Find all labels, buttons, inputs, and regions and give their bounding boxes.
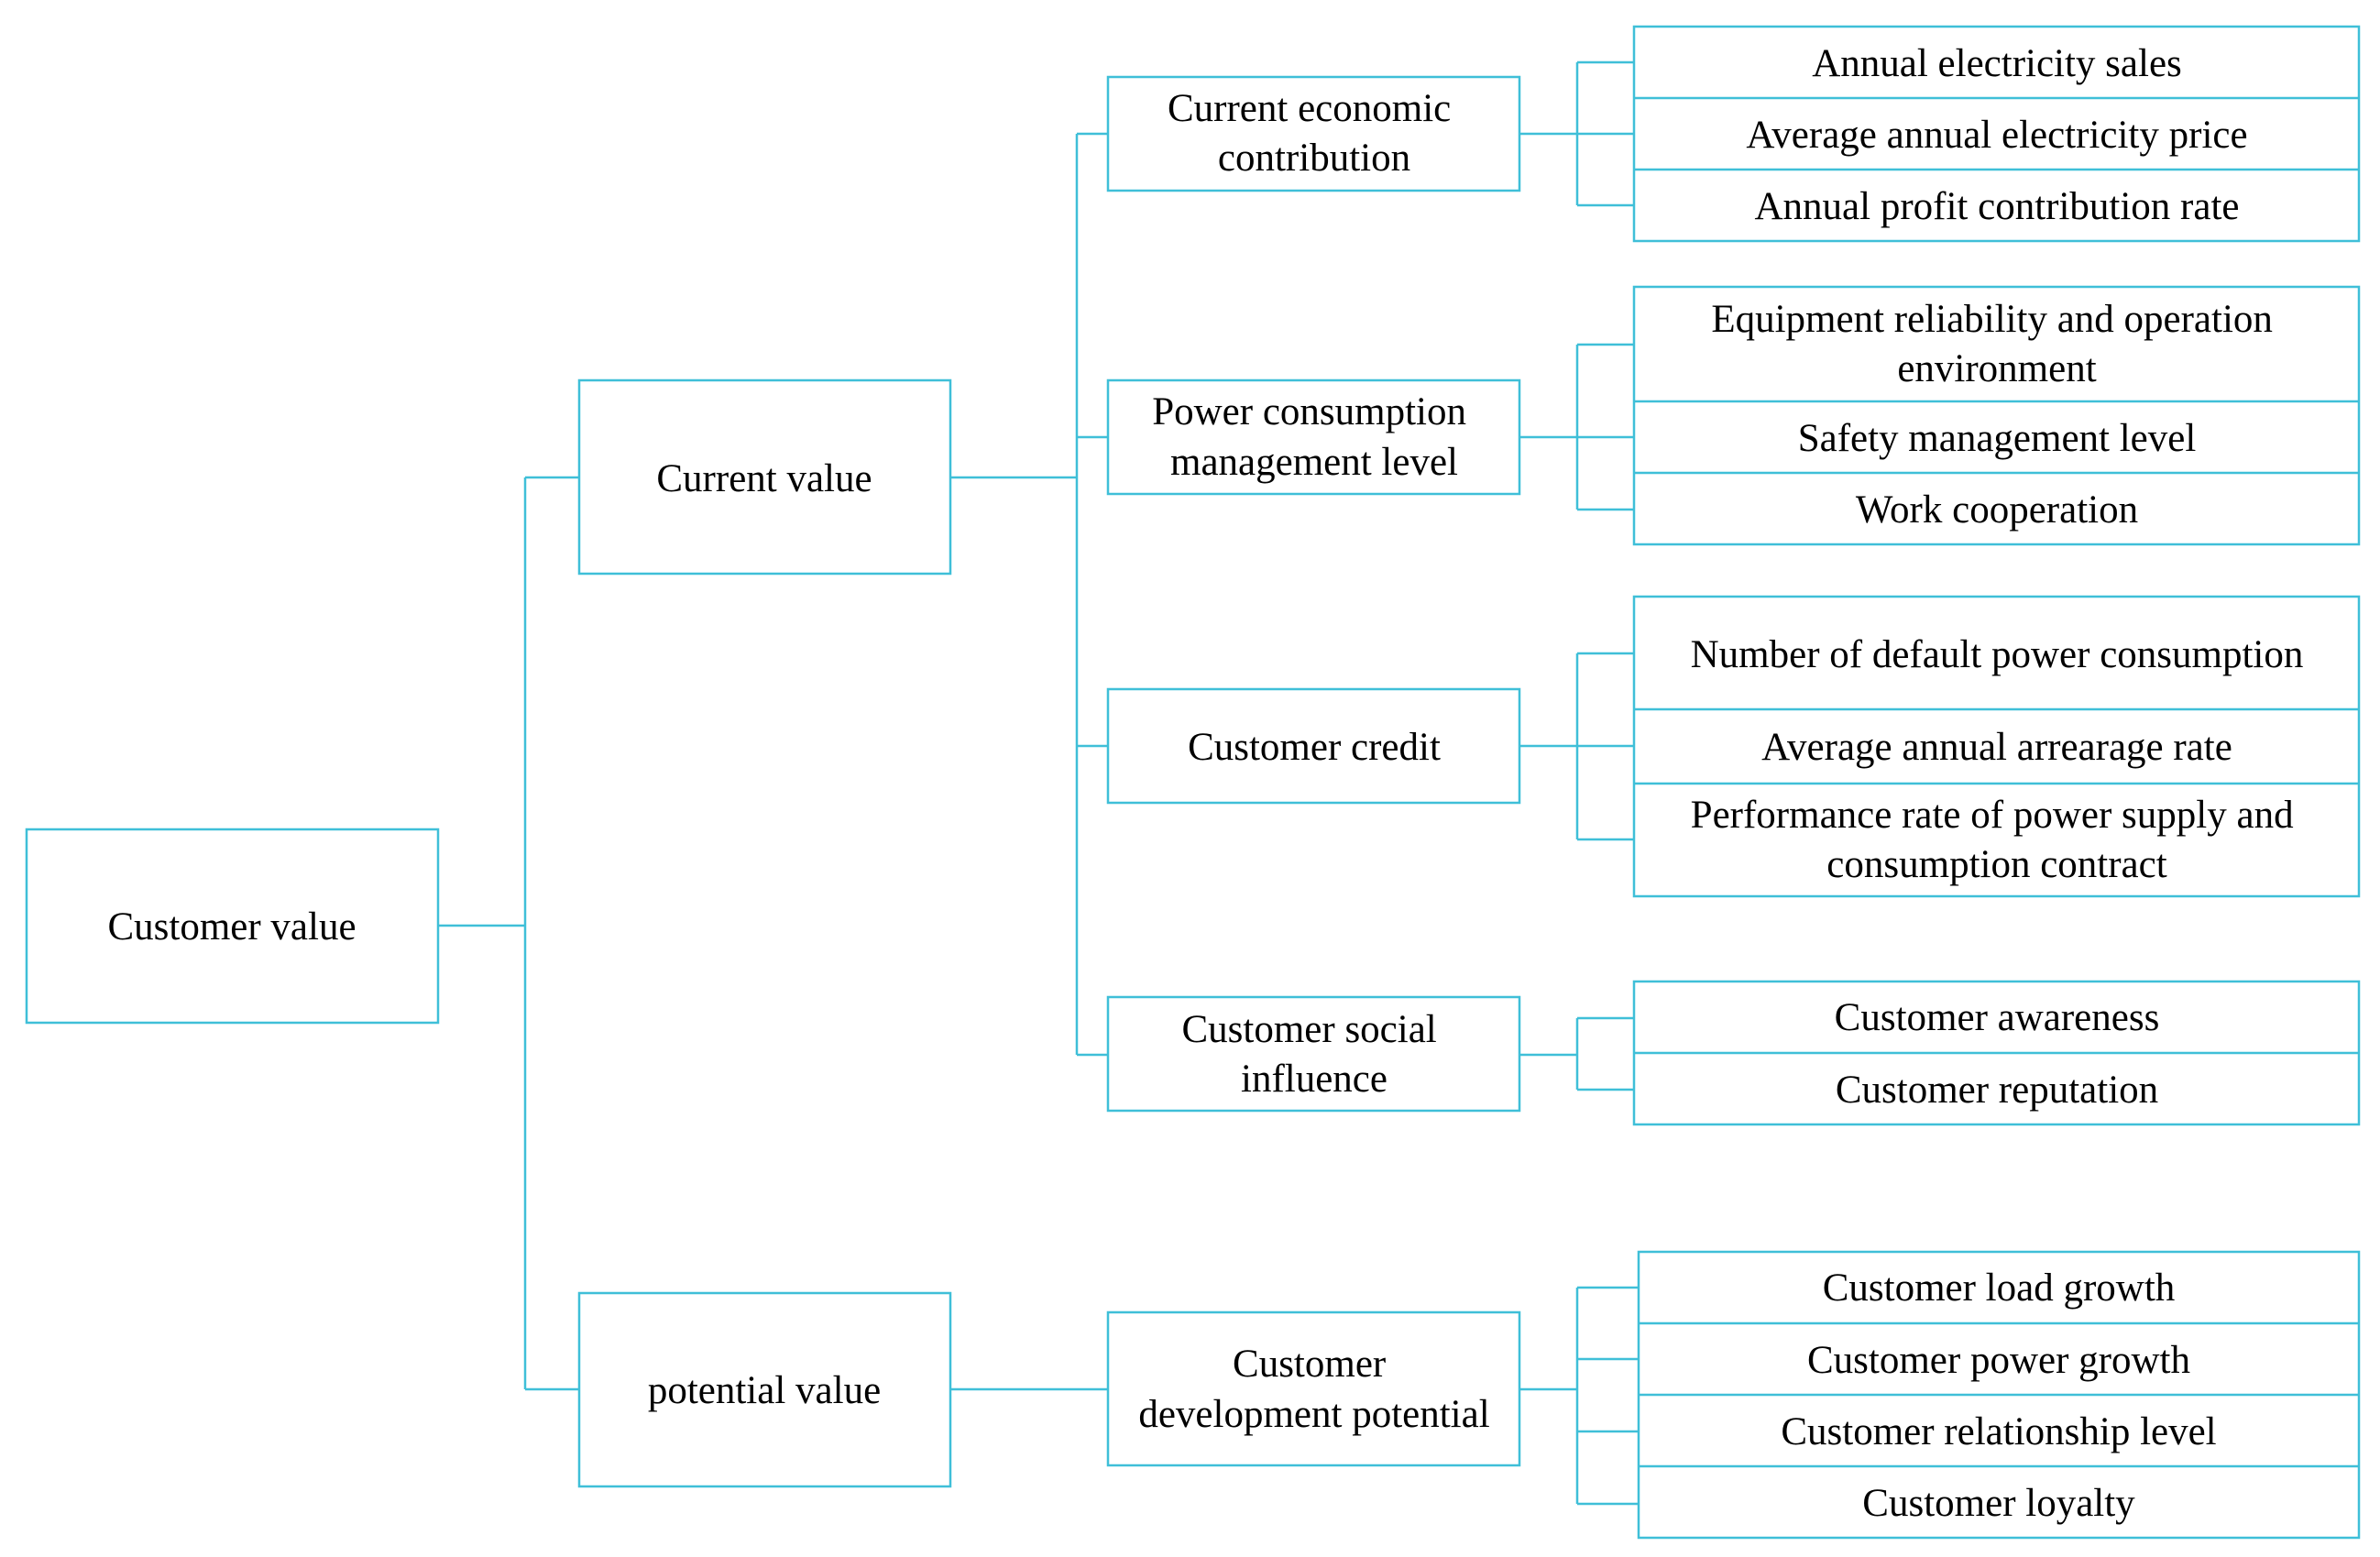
social-influence-line-2: influence [1241, 1058, 1387, 1101]
customer-credit-node: Customer credit [1106, 687, 1521, 805]
leaf-default-power-consumption: Number of default power consumption [1691, 633, 2304, 676]
potential-value-label: potential value [648, 1369, 881, 1412]
root-node: Customer value [25, 828, 440, 1025]
leaf-equipment-reliability-line-2: environment [1897, 347, 2096, 390]
development-potential-node: Customer development potential [1106, 1310, 1521, 1467]
leaf-group-social: Customer awareness Customer reputation [1632, 980, 2361, 1126]
economic-contribution-line-2: contribution [1218, 137, 1410, 180]
leaf-safety-management: Safety management level [1798, 417, 2197, 460]
leaf-customer-reputation: Customer reputation [1836, 1069, 2158, 1112]
leaf-equipment-reliability-line-1: Equipment reliability and operation [1711, 298, 2273, 341]
leaf-relationship-level: Customer relationship level [1781, 1410, 2216, 1453]
social-influence-node: Customer social influence [1106, 995, 1521, 1113]
leaf-group-power-management: Equipment reliability and operation envi… [1632, 285, 2361, 546]
leaf-contract-performance: Performance rate of power supply and con… [1691, 794, 2304, 886]
power-management-node: Power consumption management level [1106, 378, 1521, 496]
social-influence-line-1: Customer social [1181, 1008, 1436, 1051]
leaf-group-credit: Number of default power consumption Aver… [1632, 595, 2361, 898]
leaf-group-development: Customer load growth Customer power grow… [1637, 1250, 2361, 1540]
power-management-label: Power consumption management level [1152, 390, 1476, 484]
leaf-arrearage-rate: Average annual arrearage rate [1761, 726, 2232, 769]
leaf-group-economic: Annual electricity sales Average annual … [1632, 25, 2361, 243]
power-management-line-1: Power consumption [1152, 390, 1466, 433]
leaf-equipment-reliability: Equipment reliability and operation envi… [1711, 298, 2282, 390]
leaf-contract-performance-line-2: consumption contract [1826, 843, 2166, 886]
economic-contribution-line-1: Current economic [1168, 87, 1451, 130]
development-potential-label: Customer development potential [1138, 1343, 1489, 1436]
current-value-label: Current value [656, 457, 872, 500]
development-potential-line-1: Customer [1233, 1343, 1386, 1386]
customer-credit-label: Customer credit [1188, 726, 1441, 769]
current-value-node: Current value [577, 378, 952, 576]
leaf-annual-electricity-sales: Annual electricity sales [1812, 42, 2182, 85]
economic-contribution-node: Current economic contribution [1106, 75, 1521, 192]
leaf-average-electricity-price: Average annual electricity price [1746, 114, 2247, 157]
power-management-line-2: management level [1170, 441, 1458, 484]
leaf-work-cooperation: Work cooperation [1856, 488, 2138, 532]
leaf-contract-performance-line-1: Performance rate of power supply and [1691, 794, 2294, 837]
leaf-customer-awareness: Customer awareness [1835, 996, 2160, 1039]
leaf-customer-loyalty: Customer loyalty [1862, 1482, 2135, 1525]
root-label: Customer value [107, 905, 356, 948]
potential-value-node: potential value [577, 1291, 952, 1488]
leaf-load-growth: Customer load growth [1823, 1266, 2176, 1310]
connectors [438, 60, 1639, 1506]
leaf-profit-contribution-rate: Annual profit contribution rate [1755, 185, 2240, 228]
economic-contribution-label: Current economic contribution [1168, 87, 1461, 180]
social-influence-label: Customer social influence [1181, 1008, 1446, 1101]
leaf-power-growth: Customer power growth [1807, 1339, 2190, 1382]
development-potential-line-2: development potential [1138, 1393, 1489, 1436]
